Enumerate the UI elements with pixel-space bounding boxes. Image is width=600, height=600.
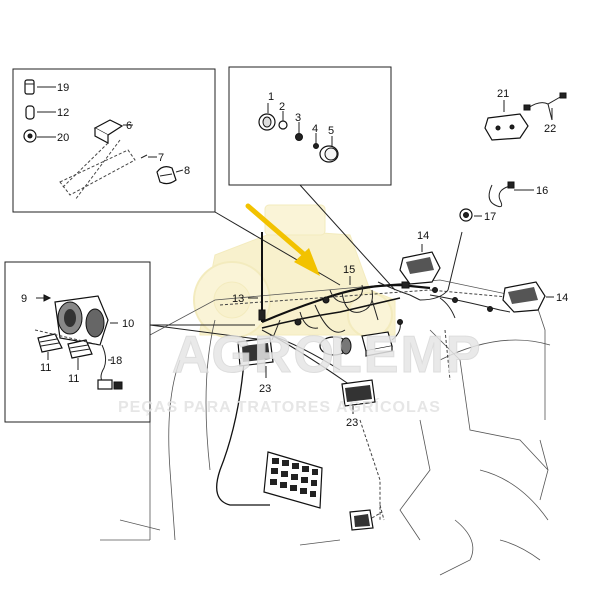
part-20-socket-icon	[23, 129, 56, 143]
callout-13: 13	[232, 293, 244, 305]
part-23-speaker-right-icon	[341, 379, 376, 414]
part-12-bulb-icon	[25, 105, 56, 120]
callout-4: 4	[312, 123, 318, 135]
callout-17: 17	[484, 211, 496, 223]
part-8-switch-icon	[156, 166, 184, 185]
part-17-grommet-icon	[459, 208, 482, 222]
part-14-work-lamp-left-icon	[399, 244, 441, 285]
watermark: AGRO LEMP PEÇAS PARA TRATORES AGRÍCOLAS	[118, 326, 482, 417]
callout-16: 16	[536, 185, 548, 197]
part-16-wire-icon	[488, 181, 534, 208]
part-23-speaker-left-icon	[237, 337, 274, 378]
callout-21: 21	[497, 88, 509, 100]
callout-14b: 14	[556, 292, 568, 304]
tractor-cab-outline	[100, 279, 551, 576]
callout-23b: 23	[346, 417, 358, 429]
part-11-grille-icon	[34, 329, 101, 370]
part-2-ring-icon	[278, 111, 288, 130]
detail-box-switches	[12, 68, 216, 213]
callout-11b: 11	[68, 373, 79, 385]
part-18-connector-icon	[97, 344, 123, 390]
callout-15: 15	[343, 264, 355, 276]
part-21-dome-light-icon	[484, 100, 529, 141]
watermark-brand-left: AGRO	[172, 326, 336, 384]
callout-5: 5	[328, 125, 334, 137]
part-5-lens-icon	[319, 136, 339, 163]
part-1-lamp-housing-icon	[258, 103, 276, 131]
callout-20: 20	[57, 132, 69, 144]
part-13-antenna-icon	[248, 232, 266, 322]
callout-23a: 23	[259, 383, 271, 395]
callout-18: 18	[110, 355, 122, 367]
callout-11a: 11	[40, 362, 51, 374]
callout-2: 2	[279, 101, 285, 113]
part-4-nut-icon	[313, 133, 319, 149]
part-3-washer-icon	[295, 122, 303, 141]
lower-harness-icon	[216, 329, 351, 506]
callout-14a: 14	[417, 230, 429, 242]
detail-box-blower	[4, 261, 151, 423]
watermark-tractor	[193, 204, 396, 339]
part-9-screw-icon	[36, 294, 52, 302]
watermark-tagline: PEÇAS PARA TRATORES AGRÍCOLAS	[118, 397, 441, 416]
box-leader-lines	[149, 184, 396, 341]
part-6-relay-icon	[61, 119, 133, 201]
callout-7: 7	[158, 152, 164, 164]
part-14-work-lamp-right-icon	[502, 281, 554, 313]
callout-3: 3	[295, 112, 301, 124]
part-19-bulb-icon	[24, 79, 56, 95]
highlight-arrow-icon	[245, 203, 320, 276]
callout-10: 10	[122, 318, 134, 330]
callout-1: 1	[268, 91, 274, 103]
callout-8: 8	[184, 165, 190, 177]
callout-22: 22	[544, 123, 556, 135]
part-10-blower-fan-icon	[54, 295, 118, 346]
callout-6: 6	[126, 120, 132, 132]
callout-19: 19	[57, 82, 69, 94]
watermark-brand-right: LEMP	[330, 326, 482, 384]
fuse-panel-icon	[263, 451, 323, 509]
callout-labels: 1 2 3 4 5 6 7 8 9 10 11 11 12 13 14 14 1…	[21, 82, 568, 429]
part-22-wire-icon	[523, 92, 567, 121]
callout-9: 9	[21, 293, 27, 305]
bottom-connector-icon	[349, 504, 385, 531]
part-7-clip-icon	[140, 154, 157, 159]
callout-12: 12	[57, 107, 69, 119]
part-15-main-harness-icon	[261, 231, 511, 357]
detail-box-lamp-parts	[228, 66, 392, 186]
